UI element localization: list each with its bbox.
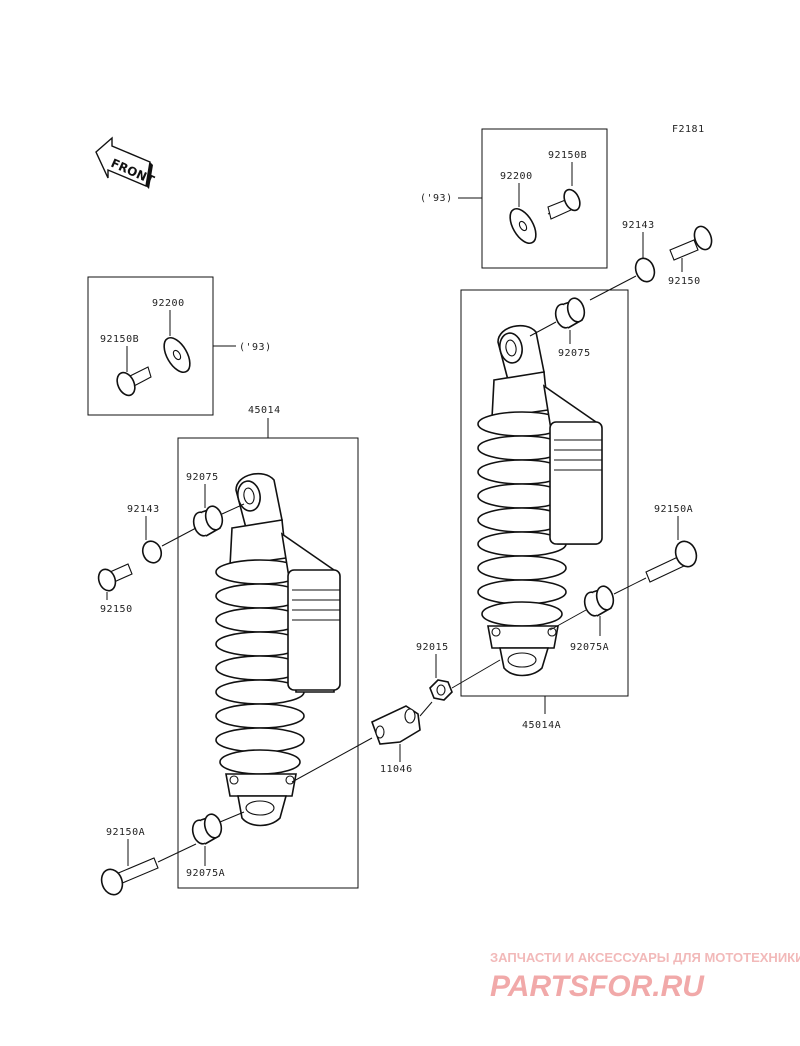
inset-left-year-note: ('93) — [239, 342, 272, 353]
label-92143-left: 92143 — [127, 504, 160, 515]
shock-absorber-icon — [477, 324, 603, 677]
label-92150-left: 92150 — [100, 604, 133, 615]
bolt-icon — [547, 188, 581, 220]
bushing-icon — [192, 505, 224, 537]
label-92150B-right: 92150B — [548, 150, 587, 161]
bolt-icon — [669, 225, 713, 261]
label-92200-right: 92200 — [500, 171, 533, 182]
label-92075-right: 92075 — [558, 348, 591, 359]
left-shock-assembly: 45014 — [97, 405, 359, 896]
inset-left: ('93) 92200 92150B — [87, 276, 272, 416]
label-45014: 45014 — [248, 405, 281, 416]
shock-absorber-icon — [215, 472, 341, 827]
bolt-icon — [116, 366, 152, 397]
label-92150A-right: 92150A — [654, 504, 693, 515]
nut-icon — [429, 679, 453, 701]
bracket-icon — [370, 705, 421, 745]
inset-right: ('93) 92150B 92200 — [420, 128, 608, 269]
front-arrow-icon: FRONT — [95, 136, 157, 189]
label-92150B-left: 92150B — [100, 334, 139, 345]
label-92075-left: 92075 — [186, 472, 219, 483]
label-92075A-right: 92075A — [570, 642, 609, 653]
watermark: ЗАПЧАСТИ И АКСЕССУАРЫ ДЛЯ МОТОТЕХНИКИ PA… — [490, 950, 800, 1003]
long-bolt-icon — [100, 857, 159, 896]
bushing-icon — [583, 585, 615, 617]
right-shock-assembly: 45014A 9214 — [416, 220, 713, 731]
label-45014A: 45014A — [522, 720, 561, 731]
label-11046: 11046 — [380, 764, 413, 775]
washer-icon — [634, 257, 656, 283]
washer-icon — [141, 540, 163, 564]
label-92150-right: 92150 — [668, 276, 701, 287]
bracket-group: 11046 — [291, 701, 433, 783]
label-92015: 92015 — [416, 642, 449, 653]
label-92200-left: 92200 — [152, 298, 185, 309]
watermark-caption: ЗАПЧАСТИ И АКСЕССУАРЫ ДЛЯ МОТОТЕХНИКИ — [490, 950, 800, 965]
bushing-icon — [554, 297, 586, 329]
watermark-logo: PARTSFOR.RU — [490, 970, 705, 1003]
label-92075A-left: 92075A — [186, 868, 225, 879]
long-bolt-icon — [645, 540, 698, 583]
bushing-icon — [191, 813, 223, 845]
label-92150A-left: 92150A — [106, 827, 145, 838]
figure-code: F2181 — [672, 124, 705, 135]
inset-right-year-note: ('93) — [420, 193, 453, 204]
label-92143-right: 92143 — [622, 220, 655, 231]
bolt-icon — [97, 563, 133, 592]
